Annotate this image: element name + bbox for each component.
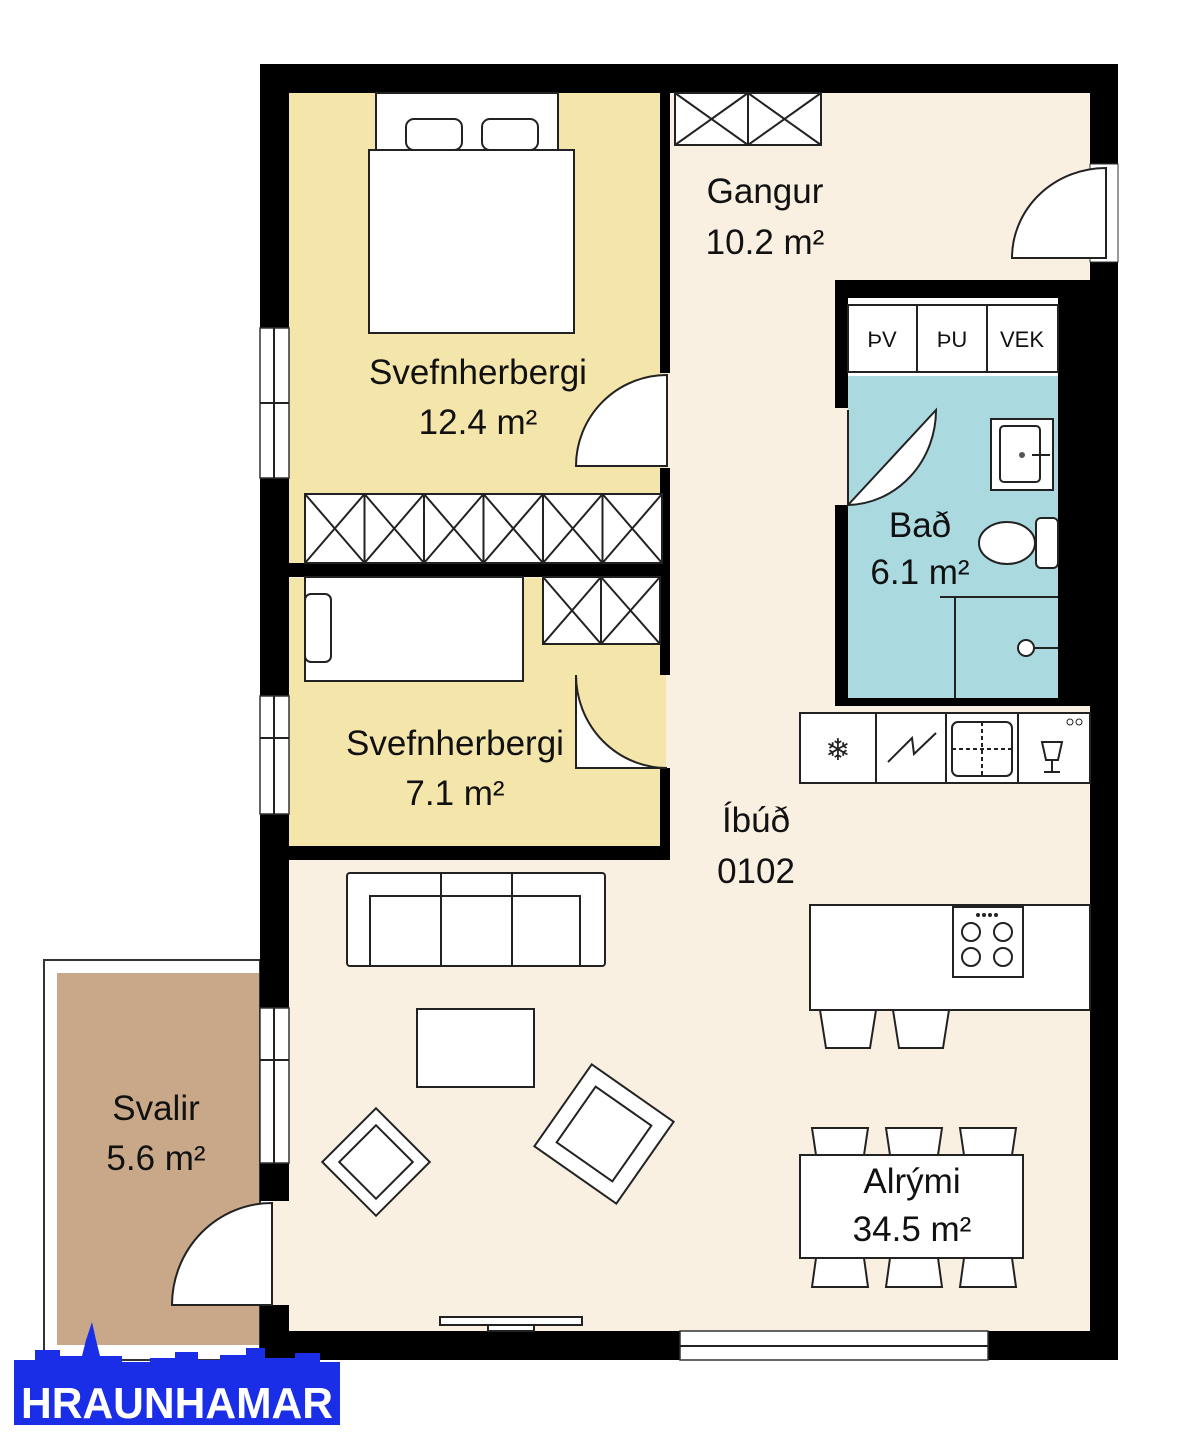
tv-bench <box>439 1316 583 1332</box>
room-area: 10.2 m² <box>706 223 825 262</box>
toilet-icon <box>978 517 1059 569</box>
room-name: Svefnherbergi <box>346 724 564 763</box>
coffee-table <box>416 1008 535 1088</box>
logo-text: HRAUNHAMAR <box>21 1379 333 1428</box>
room-name: Gangur <box>707 172 824 211</box>
apartment-number: 0102 <box>717 852 795 891</box>
bar-stools <box>818 1009 951 1049</box>
wardrobe-cross <box>542 493 604 564</box>
wardrobe-cross <box>363 493 425 564</box>
bath-sink <box>990 418 1054 491</box>
room-label-bedroom2: Svefnherbergi 7.1 m² <box>346 724 564 813</box>
room-area: 34.5 m² <box>853 1210 972 1249</box>
bedroom1-wardrobe <box>304 493 663 564</box>
laundry-row: ÞV ÞU VEK <box>847 304 1059 373</box>
wardrobe-cross <box>482 493 544 564</box>
armchair-right <box>532 1062 676 1206</box>
sofa <box>346 872 606 967</box>
kitchen-island <box>809 904 1091 1011</box>
room-label-bedroom1: Svefnherbergi 12.4 m² <box>369 353 587 442</box>
apartment-title: Íbúð <box>722 801 790 840</box>
doors <box>170 166 1107 1306</box>
room-label-alrymi: Alrými 34.5 m² <box>853 1162 972 1249</box>
washer-label: ÞU <box>937 327 968 352</box>
hraunhamar-logo: HRAUNHAMAR <box>14 1322 340 1428</box>
room-area: 7.1 m² <box>405 774 504 813</box>
room-name: Bað <box>889 506 951 545</box>
armchair-left <box>320 1106 432 1218</box>
apartment-label: Íbúð 0102 <box>717 801 795 891</box>
shower <box>940 596 1058 698</box>
room-name: Svefnherbergi <box>369 353 587 392</box>
single-bed <box>304 576 524 682</box>
dishwasher-icon <box>1040 741 1064 773</box>
room-label-bath: Bað 6.1 m² <box>870 506 969 592</box>
bedroom2-wardrobe <box>542 576 661 645</box>
double-bed <box>368 92 575 334</box>
skyline-icon <box>14 1322 340 1425</box>
wardrobe-cross <box>423 493 485 564</box>
room-name: Svalir <box>112 1089 200 1128</box>
dining-chairs <box>810 1127 1018 1288</box>
room-label-svalir: Svalir 5.6 m² <box>106 1089 205 1178</box>
hallway-wardrobe <box>674 92 822 146</box>
room-label-gangur: Gangur 10.2 m² <box>706 172 825 262</box>
kitchen-counter: ❄ <box>799 712 1091 784</box>
stove-connection-icon <box>887 732 937 763</box>
dryer-label: ÞV <box>867 327 897 352</box>
room-area: 6.1 m² <box>870 553 969 592</box>
walls <box>260 64 1118 1360</box>
panel-label: VEK <box>1000 327 1044 352</box>
room-name: Alrými <box>863 1162 960 1201</box>
wardrobe-cross <box>304 493 366 564</box>
dining-table <box>799 1154 1024 1259</box>
freezer-icon: ❄ <box>825 734 850 767</box>
room-area: 12.4 m² <box>419 403 538 442</box>
wardrobe-cross <box>601 493 663 564</box>
room-area: 5.6 m² <box>106 1139 205 1178</box>
